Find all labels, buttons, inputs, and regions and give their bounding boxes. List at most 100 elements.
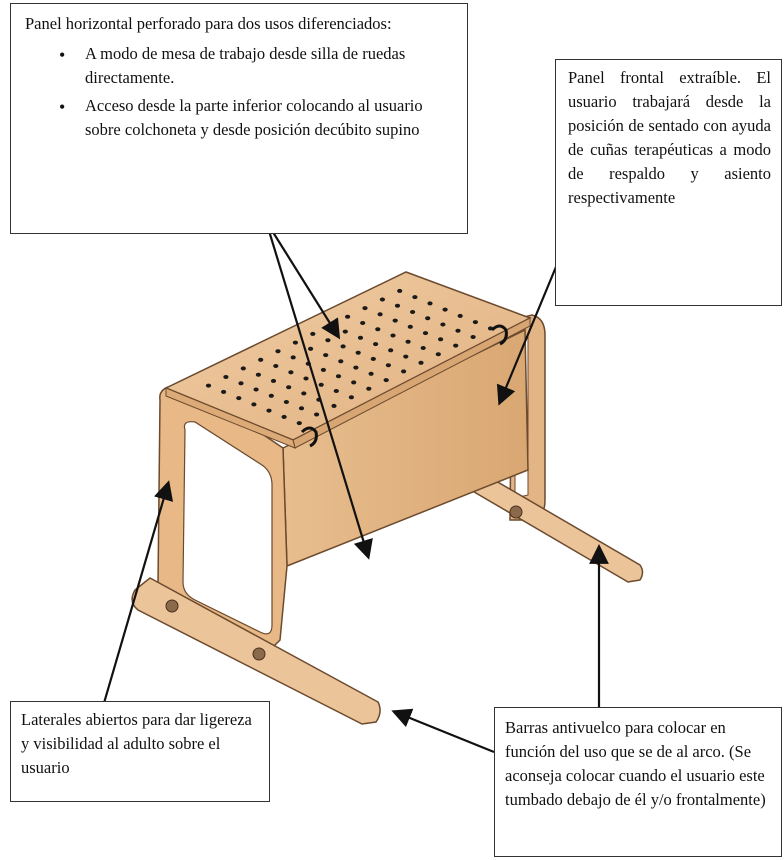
hole [410, 310, 416, 314]
hole [342, 329, 348, 334]
hole [385, 363, 391, 368]
hole [275, 349, 281, 354]
hole [258, 357, 264, 362]
hole [422, 331, 429, 336]
hole [333, 389, 339, 393]
hole [345, 314, 351, 319]
hole [351, 380, 357, 385]
hole [442, 307, 448, 312]
hole [420, 346, 426, 350]
hole [268, 393, 274, 398]
hole [292, 340, 298, 345]
list-item: A modo de mesa de trabajo desde silla de… [59, 42, 453, 90]
hole [379, 297, 385, 302]
hole [355, 350, 361, 355]
hole [303, 376, 309, 381]
callout-top-panel: Panel horizontal perforado para dos usos… [10, 3, 468, 234]
callout-side-frames-text: Laterales abiertos para dar ligereza y v… [21, 710, 252, 777]
hole [427, 301, 433, 306]
hole [323, 353, 329, 358]
hole [288, 370, 294, 375]
hole [223, 375, 229, 379]
hole [435, 352, 441, 357]
hole [253, 387, 259, 392]
hole [310, 331, 316, 336]
hole [281, 414, 287, 419]
hole [368, 371, 374, 376]
hole [472, 320, 478, 325]
callout-front-panel: Panel frontal extraíble. El usuario trab… [555, 59, 782, 306]
hole [314, 412, 320, 417]
hole [470, 335, 476, 339]
arrow-to-front-panel [496, 261, 560, 406]
hole [290, 355, 296, 360]
hole [338, 359, 344, 364]
hole [438, 337, 444, 342]
hole [375, 327, 381, 332]
hole [251, 402, 257, 407]
hole [221, 389, 227, 394]
hole [453, 343, 459, 348]
hole [457, 313, 463, 318]
hole [388, 348, 394, 353]
hole [273, 364, 279, 368]
hole [318, 382, 324, 387]
hole [308, 346, 314, 351]
hole [412, 295, 418, 300]
hole [298, 406, 305, 411]
hole [390, 333, 396, 338]
perforated-top-panel [164, 271, 532, 449]
hole [405, 339, 411, 344]
hole [236, 396, 242, 401]
hole [331, 403, 337, 408]
hole [366, 386, 372, 391]
hole [360, 321, 366, 325]
hole [370, 356, 376, 361]
hole [353, 365, 359, 370]
hole [418, 360, 424, 365]
hole [240, 366, 246, 371]
hole [373, 342, 379, 347]
hole [340, 344, 346, 349]
hole [301, 391, 307, 396]
arrow-to-side-frame [102, 480, 174, 704]
hole [335, 374, 342, 379]
hole [283, 400, 289, 404]
callout-arrows [102, 220, 609, 754]
hole [392, 318, 398, 323]
left-side-frame [157, 384, 288, 651]
list-item: Acceso desde la parte inferior colocando… [59, 94, 453, 142]
callout-side-frames: Laterales abiertos para dar ligereza y v… [10, 701, 270, 802]
hole [403, 354, 409, 359]
hole [362, 306, 368, 311]
hole [440, 322, 446, 327]
arrow-to-front-bar [391, 708, 495, 754]
hole [255, 372, 261, 377]
hole [205, 383, 212, 388]
callout-top-panel-intro: Panel horizontal perforado para dos usos… [25, 14, 392, 33]
hole [377, 312, 383, 317]
arrow-to-top-panel [265, 220, 341, 340]
hole [425, 316, 431, 321]
perforation-holes [205, 288, 494, 426]
callout-antitip-bars-text: Barras antivuelco para colocar en funció… [505, 718, 766, 809]
hole [397, 288, 403, 293]
front-antitip-bar [131, 577, 381, 725]
hole [325, 338, 331, 343]
hole [296, 421, 302, 426]
arrow-to-underside [264, 220, 373, 560]
hole [320, 367, 326, 372]
callout-top-panel-list: A modo de mesa de trabajo desde silla de… [25, 42, 453, 142]
hole [357, 335, 364, 340]
callout-front-panel-text: Panel frontal extraíble. El usuario trab… [568, 68, 771, 207]
hole [348, 395, 354, 400]
hole [455, 328, 461, 333]
hole [401, 369, 407, 374]
hole [238, 381, 244, 386]
hole [407, 324, 413, 329]
callout-antitip-bars: Barras antivuelco para colocar en funció… [494, 707, 782, 857]
hole [383, 378, 389, 383]
hole [394, 303, 401, 308]
hole [266, 408, 272, 413]
